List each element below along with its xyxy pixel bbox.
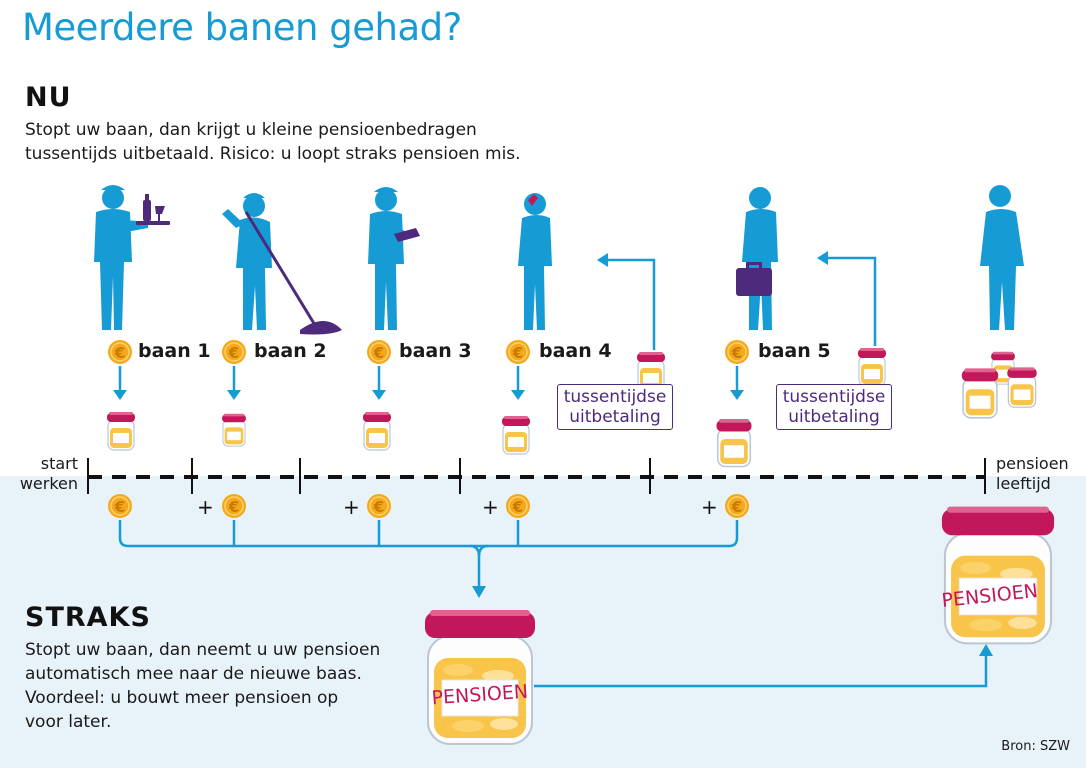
jar-small: [857, 347, 887, 387]
down-arrowheads: [113, 390, 744, 400]
job-label: baan 4: [539, 340, 612, 362]
svg-text:€: €: [228, 498, 239, 516]
nu-description: Stopt uw baan, dan krijgt u kleine pensi…: [25, 118, 585, 166]
clipboard-figure: [368, 187, 420, 330]
payout-label-line: tussentijdse: [782, 387, 886, 407]
phone-caller-figure: [518, 193, 552, 330]
bottom-coin: €: [724, 493, 750, 519]
jar-cluster: [961, 351, 1038, 419]
businessman-figure: [736, 187, 778, 330]
source-note: Bron: SZW: [1001, 739, 1070, 754]
job-label: baan 3: [399, 340, 472, 362]
cleaner-figure: [222, 193, 342, 335]
straks-text-line: voor later.: [25, 712, 112, 732]
bottom-coin: €: [505, 493, 531, 519]
svg-text:€: €: [114, 344, 125, 362]
jar-big: PENSIOEN: [941, 505, 1056, 645]
payout-label-line: tussentijdse: [563, 387, 667, 407]
straks-text-line: Voordeel: u bouwt meer pensioen op: [25, 688, 339, 708]
bottom-coin: €: [107, 493, 133, 519]
straks-heading: STRAKS: [25, 602, 151, 633]
timeline-start-line: werken: [19, 474, 78, 493]
svg-text:€: €: [373, 498, 384, 516]
job-label: baan 5: [758, 340, 831, 362]
plus-sign: +: [197, 495, 214, 519]
job-coin: €: [366, 339, 392, 365]
job-label: baan 1: [138, 340, 211, 362]
jar-small: [715, 418, 753, 468]
bottom-coin: €: [366, 493, 392, 519]
jar-small: [362, 411, 392, 451]
payout-label-line: uitbetaling: [569, 407, 661, 427]
nu-heading: NU: [25, 82, 72, 113]
svg-text:€: €: [228, 344, 239, 362]
bottom-coin: €: [221, 493, 247, 519]
jar-small: [221, 413, 247, 447]
svg-text:€: €: [512, 498, 523, 516]
jar-small: [106, 411, 136, 451]
svg-text:€: €: [373, 344, 384, 362]
jar-small: [501, 415, 531, 455]
straks-description: Stopt uw baan, dan neemt u uw pensioen a…: [25, 638, 405, 734]
timeline-end-line: pensioen: [996, 454, 1069, 473]
straks-text-line: Stopt uw baan, dan neemt u uw pensioen: [25, 640, 381, 660]
job-coin: €: [107, 339, 133, 365]
job-coin: €: [505, 339, 531, 365]
straks-background: [0, 476, 1086, 768]
job-label: baan 2: [254, 340, 327, 362]
straks-text-line: automatisch mee naar de nieuwe baas.: [25, 664, 362, 684]
plus-sign: +: [482, 495, 499, 519]
payout-label-line: uitbetaling: [788, 407, 880, 427]
job-coin: €: [724, 339, 750, 365]
nu-text-line: tussentijds uitbetaald. Risico: u loopt …: [25, 144, 521, 164]
payout-label: tussentijdse uitbetaling: [776, 384, 892, 430]
timeline-start-label: start werken: [10, 454, 78, 494]
jar-big: PENSIOEN: [424, 609, 536, 745]
page-title: Meerdere banen gehad?: [22, 6, 462, 49]
job-coin: €: [221, 339, 247, 365]
plus-signs: + + + +: [197, 495, 718, 519]
waiter-figure: [94, 185, 170, 330]
plus-sign: +: [701, 495, 718, 519]
payout-label: tussentijdse uitbetaling: [557, 384, 673, 430]
merge-arrowheads: [472, 586, 993, 656]
svg-text:€: €: [731, 498, 742, 516]
timeline-end-line: leeftijd: [996, 474, 1051, 493]
timeline-end-label: pensioen leeftijd: [996, 454, 1086, 494]
retiree-figure: [980, 185, 1024, 330]
payout-arrows: [606, 256, 877, 350]
down-arrows: [118, 366, 739, 392]
svg-text:€: €: [731, 344, 742, 362]
svg-text:€: €: [512, 344, 523, 362]
merge-lines: [118, 520, 988, 688]
timeline-start-line: start: [40, 454, 78, 473]
plus-sign: +: [343, 495, 360, 519]
timeline-ticks: [87, 458, 986, 494]
svg-text:€: €: [114, 498, 125, 516]
nu-text-line: Stopt uw baan, dan krijgt u kleine pensi…: [25, 120, 477, 140]
payout-arrowheads: [597, 251, 828, 267]
